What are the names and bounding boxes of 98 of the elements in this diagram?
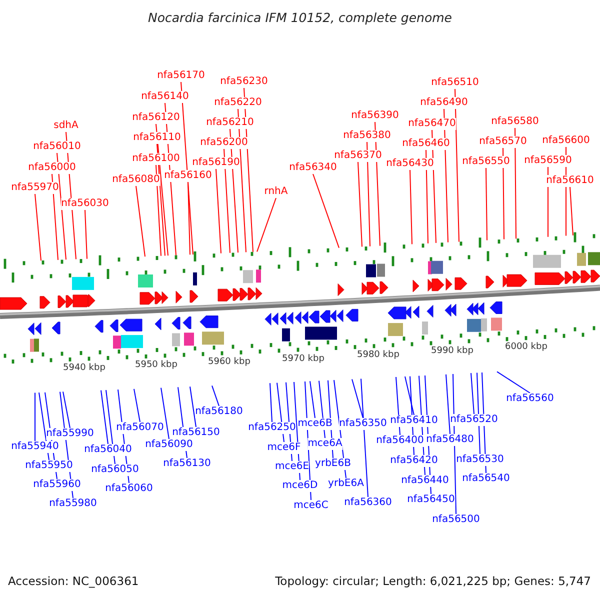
gene-label: nfa56530 [456, 454, 504, 466]
leader-line [216, 168, 222, 254]
gene-label: nfa56450 [407, 494, 455, 506]
gene-label: nfa56100 [132, 153, 180, 165]
leader-line [404, 376, 414, 416]
gene-label: nfa56570 [479, 136, 527, 148]
leader-line [62, 391, 70, 428]
gene-label: nfa56550 [462, 156, 510, 168]
gene-label: nfa56430 [386, 158, 434, 170]
gene-label: nfa55970 [11, 182, 59, 194]
leader-line [180, 82, 194, 255]
leader-line [570, 186, 574, 236]
leader-line [224, 148, 230, 254]
scale-label: 5940 kbp [63, 362, 106, 373]
scale-label: 5950 kbp [135, 360, 178, 370]
leader-line [156, 164, 162, 256]
gene-label: mce6F [267, 442, 301, 454]
gene-label: nfa56040 [84, 444, 132, 456]
leader-line [410, 170, 412, 245]
gene-label: nfa56610 [546, 175, 594, 187]
leader-line [136, 186, 146, 257]
scale-label: 5960 kbp [208, 356, 250, 367]
gene-label: nfa56080 [112, 174, 160, 186]
leader-line [270, 382, 272, 422]
gene-label: nfa56070 [116, 422, 164, 434]
gene-label: nfa56000 [28, 162, 76, 174]
leader-line [310, 380, 316, 418]
leader-line [84, 210, 88, 260]
gene-label: yrbE6A [328, 478, 364, 490]
leader-line [52, 174, 58, 260]
gene-label: nfa56120 [132, 112, 180, 124]
leader-line [470, 372, 474, 414]
gene-label: rnhA [264, 186, 288, 198]
gene-label: nfa56470 [408, 118, 456, 130]
gene-label: mce6E [274, 461, 310, 473]
gene-label: nfa56250 [248, 422, 296, 434]
gene-label: nfa56490 [420, 97, 468, 109]
gene-label: nfa56210 [206, 117, 254, 129]
gene-label: nfa56350 [339, 418, 387, 430]
gene-label: nfa55940 [11, 441, 59, 453]
leader-line [134, 388, 140, 422]
leader-line [496, 371, 530, 394]
gene-label: nfa56180 [195, 406, 243, 418]
gene-label: nfa56460 [402, 138, 450, 150]
gene-label: nfa56010 [33, 141, 81, 153]
gene-label: nfa56590 [524, 155, 572, 167]
gene-label: nfa56200 [200, 137, 248, 149]
scale-label: 6000 kbp [505, 342, 548, 352]
gene-label: nfa56150 [172, 427, 220, 439]
gene-label: mce6D [282, 480, 318, 492]
leader-line [486, 168, 488, 241]
leader-line [190, 386, 196, 428]
gene-label: nfa56440 [401, 475, 449, 487]
gene-label: nfa56340 [289, 162, 337, 174]
leader-line [426, 150, 428, 244]
gene-label: nfa56190 [192, 157, 240, 169]
gene-label: nfa56140 [141, 91, 189, 103]
scale-label: 5970 kbp [282, 354, 324, 364]
gene-label: nfa55950 [25, 460, 73, 472]
leader-line [34, 194, 42, 262]
gene-label: nfa56400 [376, 435, 424, 447]
leader-line [156, 144, 166, 256]
gene-label: nfa56370 [334, 150, 382, 162]
gene-label: nfa56520 [450, 414, 498, 426]
scale-label: 5980 kbp [357, 350, 400, 360]
gene-label: nfa56420 [390, 455, 438, 467]
gene-label: nfa56380 [343, 130, 391, 142]
leader-line [502, 148, 504, 240]
gene-label: nfa56050 [91, 464, 139, 476]
leader-line [212, 385, 220, 406]
gene-label: nfa56110 [133, 132, 181, 144]
footer-text: Accession: NC_006361 [8, 574, 139, 588]
leader-line [160, 387, 170, 440]
leader-line [188, 182, 190, 256]
map-title: Nocardia farcinica IFM 10152, complete genome [147, 10, 453, 25]
gene-label: nfa55960 [33, 479, 81, 491]
leader-line [360, 378, 368, 498]
footer-text: Topology: circular; Length: 6,021,225 bp; Genes: 5,747 [275, 574, 591, 588]
leader-line [34, 392, 36, 442]
gene-label: nfa56160 [164, 170, 212, 182]
gene-label: nfa56410 [390, 415, 438, 427]
gene-label: nfa56030 [61, 198, 109, 210]
gene-label: mce6B [298, 418, 332, 430]
gene-label: nfa56090 [145, 439, 193, 451]
leader-line [352, 378, 364, 418]
gene-label: nfa56480 [426, 434, 474, 446]
leader-line [366, 142, 370, 247]
gene-label: mce6A [308, 438, 342, 450]
gene-label: nfa55990 [46, 428, 94, 440]
scale-label: 5990 kbp [431, 346, 474, 356]
leader-line [312, 174, 340, 248]
leader-line [446, 374, 450, 434]
leader-line [514, 128, 516, 240]
leader-line [256, 198, 276, 252]
leader-line [100, 390, 108, 444]
leader-line [358, 162, 362, 248]
gene-label: yrbE6B [315, 458, 351, 470]
gene-label: nfa56220 [214, 97, 262, 109]
